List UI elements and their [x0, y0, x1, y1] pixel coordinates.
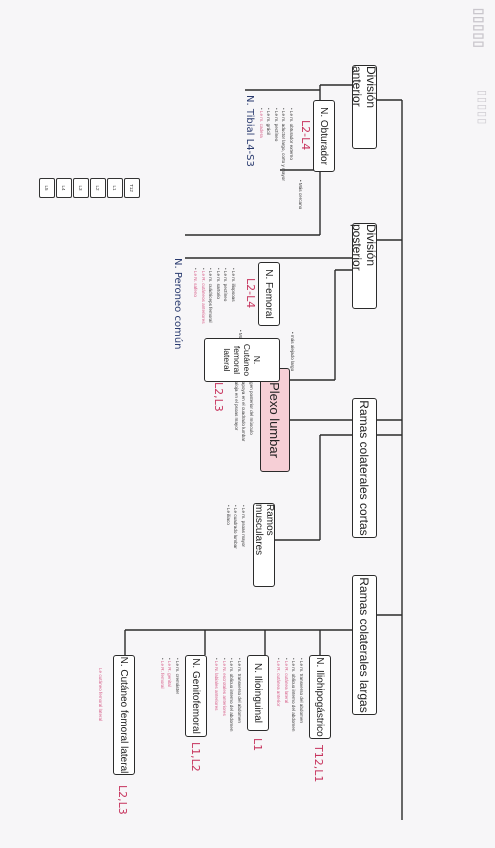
nervio-cutaneo-femoral-lateral-node[interactable]: N. Cutáneo femoral lateral	[204, 338, 280, 382]
handwritten-tibial: N. Tibial L4-S3	[244, 95, 255, 167]
note-item: Le m. cuádriceps femoral	[207, 268, 215, 324]
note-item: Le R. cutánea lateral	[283, 658, 291, 731]
note-item: Le N. escrotales anteriores	[221, 658, 229, 731]
division-label: Ramas colaterales cortas	[357, 400, 372, 536]
note-item: Le cuadrado lumbar	[232, 505, 240, 549]
note-item: Le iliaco	[225, 505, 233, 549]
nervio-cutaneo-femoral-lateral-largas-node[interactable]: N. Cutáneo femoral lateral	[113, 655, 135, 775]
handwritten-peroneo: N. Peroneo común	[172, 258, 183, 350]
nerve-label: Ramos musculares	[253, 504, 275, 556]
vertebra: L1	[107, 178, 123, 198]
nervio-genitofemoral-node[interactable]: N. Genitofemoral	[185, 655, 207, 737]
iliohipogastrico-notes: Le m. transverso del abdomen Le m. oblic…	[275, 658, 305, 731]
note-item: Le m. psoas mayor	[240, 505, 248, 549]
level-annotation: L1,L2	[189, 742, 202, 772]
note-item: Le m. sartorio	[215, 268, 223, 324]
nerve-label: N. Cutáneo femoral lateral	[222, 343, 262, 377]
note-item: Le R. femoral	[159, 658, 167, 694]
level-annotation: L1	[251, 738, 264, 752]
vertebra: L2	[90, 178, 106, 198]
nerve-label: N. Genitofemoral	[190, 658, 202, 734]
note-item: Le m. transverso del abdomen	[298, 658, 306, 731]
note-item: Le m. transverso del abdomen	[236, 658, 244, 731]
musculares-notes: Le m. psoas mayor Le cuadrado lumbar Le …	[225, 505, 248, 549]
note-item: Le m. oblicuo interno del abdomen	[228, 658, 236, 731]
note-item: Le m. iliopsoas	[230, 268, 238, 324]
note-item: Le m. aductor largo, corto y mayor	[280, 108, 288, 181]
note-item: Le m. cremáster	[174, 658, 182, 694]
ramos-musculares-node[interactable]: Ramos musculares	[253, 503, 275, 587]
side-note: • más alejado largo	[290, 332, 295, 372]
level-annotation: T12,L1	[312, 745, 325, 783]
nerve-label: N. Cutáneo femoral lateral	[118, 656, 130, 774]
note-item: Le m. grácil	[265, 108, 273, 181]
root-node[interactable]: Plexo lumbar	[260, 368, 290, 472]
nerve-label: N. Ilioinguinal	[252, 662, 264, 724]
level-annotation: L2,L3	[116, 785, 129, 815]
genitofemoral-notes: Le m. cremáster Le R. genital Le R. femo…	[159, 658, 182, 694]
level-annotation: L2-L4	[299, 120, 312, 151]
division-label: División posterior	[350, 224, 379, 271]
root-label: Plexo lumbar	[267, 382, 283, 458]
root-notes: Surgen posterior del músculo Se apoya en…	[233, 372, 256, 441]
note-item: Le m. obturador externo	[288, 108, 296, 181]
obturador-notes: Le m. obturador externo Le m. aductor la…	[258, 108, 296, 181]
note-item: Le R. genital	[166, 658, 174, 694]
vertebra: L4	[56, 178, 72, 198]
nervio-obturador-node[interactable]: N. Obturador	[313, 100, 335, 172]
nervio-femoral-node[interactable]: N. Femoral	[258, 262, 280, 326]
vertebra: T12	[124, 178, 140, 198]
cutaneo-largas-note: Le cutáneo femoral lateral	[98, 668, 103, 722]
side-note: • Más cercano	[298, 180, 303, 210]
division-label: Ramas colaterales largas	[357, 577, 372, 713]
level-annotation: L2,L3	[212, 382, 225, 412]
nervio-ilioinguinal-node[interactable]: N. Ilioinguinal	[247, 655, 269, 731]
nerve-label: N. Femoral	[263, 269, 275, 319]
note-item: Se aloja en el psoas mayor	[233, 372, 241, 441]
note-item: Le N. safeno	[192, 268, 200, 324]
note-item: Le R. cutáneos anteriores	[200, 268, 208, 324]
note-item: Le R. cutánea anterior	[275, 658, 283, 731]
note-item: Le m. pectíneo	[273, 108, 281, 181]
division-label: División anterior	[350, 66, 379, 109]
note-item: Se apoya en el cuadrado lumbar	[240, 372, 248, 441]
note-item: Surgen posterior del músculo	[248, 372, 256, 441]
nerve-label: N. Obturador	[318, 107, 330, 165]
nerve-label: N. Iliohipogástrico	[314, 657, 326, 737]
ramas-cortas-node[interactable]: Ramas colaterales cortas	[352, 398, 377, 538]
nervio-iliohipogastrico-node[interactable]: N. Iliohipogástrico	[309, 655, 331, 739]
division-anterior-node[interactable]: División anterior	[350, 65, 379, 149]
note-item: Le m. pectíneo	[222, 268, 230, 324]
note-item: Le m. cadera	[258, 108, 266, 181]
vertebra: L3	[73, 178, 89, 198]
note-item: Le N. labiales anteriores	[213, 658, 221, 731]
femoral-notes: Le m. iliopsoas Le m. pectíneo Le m. sar…	[192, 268, 237, 324]
ramas-largas-node[interactable]: Ramas colaterales largas	[352, 575, 377, 715]
level-annotation: L2-L4	[244, 278, 257, 309]
ilioinguinal-notes: Le m. transverso del abdomen Le m. oblic…	[213, 658, 243, 731]
division-posterior-node[interactable]: División posterior	[350, 223, 379, 309]
vertebra: L5	[39, 178, 55, 198]
note-item: Le m. oblicuo interno del abdomen	[290, 658, 298, 731]
